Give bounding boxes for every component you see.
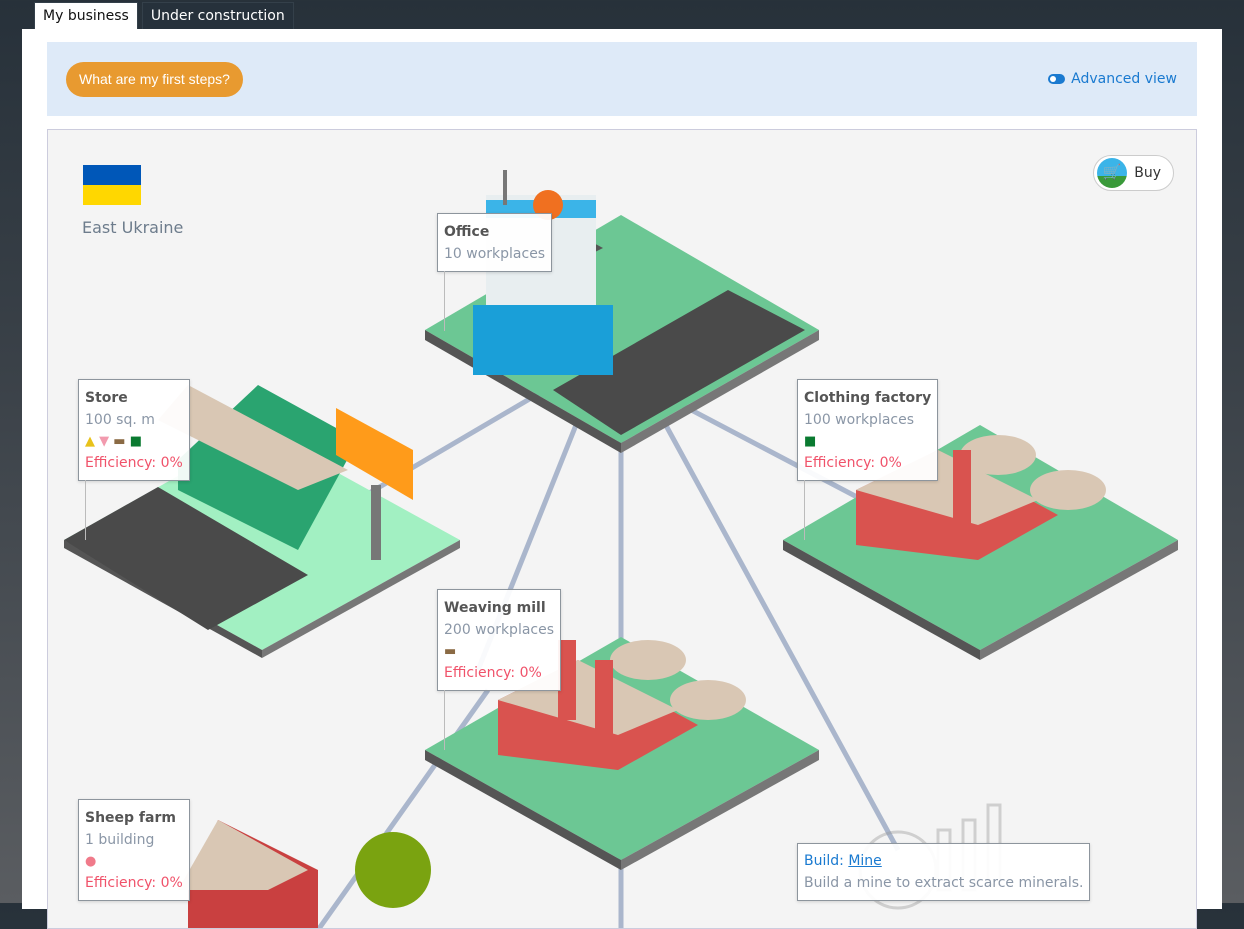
building-title: Sheep farm <box>85 810 176 826</box>
store-tile <box>64 385 460 658</box>
tab-bar: My business Under construction <box>34 2 294 29</box>
tab-my-business[interactable]: My business <box>34 2 138 29</box>
ukraine-flag <box>83 165 141 205</box>
efficiency-label: Efficiency: 0% <box>804 455 902 471</box>
build-mine-link[interactable]: Mine <box>848 853 882 869</box>
efficiency-label: Efficiency: 0% <box>85 455 183 471</box>
line-weaving-farm <box>316 688 491 928</box>
tshirt-icon: ■ <box>129 434 143 449</box>
line-office-mine <box>660 418 901 852</box>
build-description: Build a mine to extract scarce minerals. <box>804 875 1084 891</box>
tab-under-construction[interactable]: Under construction <box>141 2 294 29</box>
efficiency-label: Efficiency: 0% <box>444 665 542 681</box>
clothing-factory-card[interactable]: Clothing factory 100 workplaces ■ Effici… <box>797 379 939 540</box>
building-subtitle: 10 workplaces <box>444 246 546 262</box>
first-steps-button[interactable]: What are my first steps? <box>66 62 243 97</box>
buy-label: Buy <box>1134 165 1161 181</box>
wool-icon: ● <box>85 854 97 869</box>
store-card[interactable]: Store 100 sq. m ▲ ▼ ▬ ■ Efficiency: 0% <box>78 379 190 540</box>
business-map: East Ukraine 🛒 Buy Office 10 workplaces S… <box>47 129 1197 929</box>
sheep-farm-card[interactable]: Sheep farm 1 building ● Efficiency: 0% <box>78 799 190 901</box>
build-prefix: Build: <box>804 853 849 869</box>
building-subtitle: 100 sq. m <box>85 412 155 428</box>
tshirt-icon: ■ <box>804 434 817 449</box>
underwear-icon: ▼ <box>99 434 110 449</box>
fabric-icon: ▬ <box>444 644 457 659</box>
building-title: Weaving mill <box>444 600 546 616</box>
map-scene <box>64 170 1178 928</box>
building-title: Office <box>444 224 490 240</box>
cart-icon: 🛒 <box>1097 158 1128 188</box>
weaving-mill-card[interactable]: Weaving mill 200 workplaces ▬ Efficiency… <box>437 589 562 750</box>
shoe-icon: ▬ <box>113 434 126 449</box>
info-bar: What are my first steps? Advanced view <box>47 42 1197 116</box>
toggle-icon <box>1048 74 1066 84</box>
efficiency-label: Efficiency: 0% <box>85 875 183 891</box>
region-label: East Ukraine <box>82 218 184 237</box>
cap-icon: ▲ <box>85 434 95 449</box>
buy-button[interactable]: 🛒 Buy <box>1093 155 1174 191</box>
main-panel: What are my first steps? Advanced view <box>22 29 1222 929</box>
advanced-view-label: Advanced view <box>1071 71 1177 87</box>
building-subtitle: 1 building <box>85 832 155 848</box>
advanced-view-toggle[interactable]: Advanced view <box>1048 71 1177 87</box>
building-title: Clothing factory <box>804 390 932 406</box>
building-subtitle: 200 workplaces <box>444 622 555 638</box>
office-card[interactable]: Office 10 workplaces <box>437 213 553 331</box>
build-mine-card: Build: Mine Build a mine to extract scar… <box>797 843 1091 901</box>
sheep-farm-tile <box>178 820 431 928</box>
building-subtitle: 100 workplaces <box>804 412 915 428</box>
building-title: Store <box>85 390 128 406</box>
